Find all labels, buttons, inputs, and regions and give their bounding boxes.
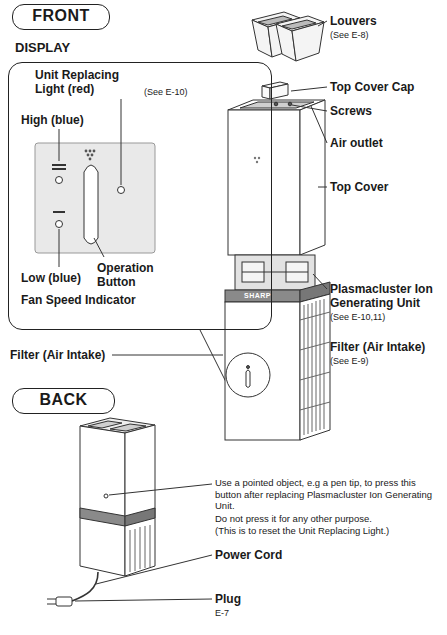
part-label: Filter (Air Intake) bbox=[330, 340, 442, 354]
high-symbol bbox=[52, 168, 66, 170]
leader-line bbox=[112, 355, 223, 356]
leader-line bbox=[311, 106, 327, 143]
node-label: BACK bbox=[39, 390, 87, 410]
base bbox=[225, 294, 330, 440]
note-text: Use a pointed object, e.g a pen tip, to … bbox=[215, 477, 441, 512]
leader-line bbox=[96, 555, 212, 584]
page-reference: (See E-9) bbox=[330, 356, 369, 367]
intake-grill bbox=[300, 299, 330, 435]
ion-icon bbox=[85, 150, 96, 161]
label-slot: Top Cover bbox=[330, 180, 388, 194]
leader-line bbox=[75, 599, 212, 601]
note-text: (This is to reset the Unit Replacing Lig… bbox=[215, 525, 441, 537]
leader-line bbox=[59, 129, 60, 161]
part-label: Screws bbox=[330, 104, 372, 118]
section-tab: BACK bbox=[12, 388, 115, 414]
part-label: Filter (Air Intake) bbox=[10, 348, 105, 362]
label-slot: (This is to reset the Unit Replacing Lig… bbox=[215, 525, 441, 537]
label-slot: Screws bbox=[330, 104, 372, 118]
label-slot: Top Cover Cap bbox=[330, 80, 414, 94]
indicator-light bbox=[56, 221, 63, 228]
leader-line bbox=[313, 274, 327, 289]
page-reference: (See E-8) bbox=[330, 30, 369, 41]
label-slot: Power Cord bbox=[215, 548, 282, 562]
display-panel: DISPLAYUnit Replacing Light (red)(See E-… bbox=[8, 62, 272, 330]
panel-heading: DISPLAY bbox=[15, 40, 70, 55]
leader-line bbox=[318, 187, 327, 188]
page-number: E-7 bbox=[215, 608, 229, 619]
label-slot: Plug bbox=[215, 592, 241, 606]
part-label: Air outlet bbox=[330, 136, 383, 150]
part-label: Operation Button bbox=[97, 261, 169, 289]
part-label: Plug bbox=[215, 592, 241, 606]
section-tab: FRONT bbox=[12, 4, 110, 30]
label-slot: (See E-8) bbox=[330, 30, 369, 41]
plug bbox=[47, 597, 72, 606]
label-slot: Plasmacluster Ion Generating Unit bbox=[330, 282, 442, 310]
label-slot: (See E-9) bbox=[330, 356, 369, 367]
label-slot: E-7 bbox=[215, 608, 229, 619]
page-reference: (See E-10,11) bbox=[330, 312, 385, 323]
back-unit bbox=[80, 418, 155, 576]
operation-button bbox=[84, 165, 98, 244]
leader-line bbox=[121, 99, 122, 185]
leader-line bbox=[59, 229, 60, 267]
page-reference: (See E-10) bbox=[144, 87, 188, 98]
part-label: Louvers bbox=[330, 14, 377, 28]
zoom-line bbox=[200, 330, 228, 386]
indicator-light bbox=[56, 177, 63, 184]
intake-grill bbox=[130, 525, 150, 572]
top-cover-cap bbox=[262, 82, 288, 99]
note-text: Do not press it for any other purpose. bbox=[215, 513, 441, 525]
leader-line bbox=[94, 238, 104, 257]
leader-line bbox=[109, 484, 212, 495]
control-panel bbox=[35, 143, 155, 253]
low-symbol bbox=[53, 211, 65, 213]
node-label: FRONT bbox=[32, 6, 90, 26]
ion-generating-unit bbox=[235, 255, 315, 290]
part-label: Top Cover bbox=[330, 180, 388, 194]
leader-line bbox=[318, 21, 327, 26]
label-slot: Filter (Air Intake) bbox=[10, 348, 105, 362]
label-slot: Use a pointed object, e.g a pen tip, to … bbox=[215, 477, 441, 512]
label-slot: Do not press it for any other purpose. bbox=[215, 513, 441, 525]
part-label: Power Cord bbox=[215, 548, 282, 562]
top-cover bbox=[228, 100, 325, 255]
leader-line bbox=[291, 87, 327, 91]
label-slot: Louvers bbox=[330, 14, 377, 28]
power-cord bbox=[72, 572, 98, 601]
part-label: High (blue) bbox=[21, 113, 84, 127]
label-slot: SHARP bbox=[244, 291, 271, 300]
part-label: Fan Speed Indicator bbox=[21, 293, 136, 307]
louver bbox=[276, 16, 324, 61]
brand-mark: SHARP bbox=[244, 291, 271, 300]
label-slot: Air outlet bbox=[330, 136, 383, 150]
leader-line bbox=[292, 105, 327, 111]
part-label: Top Cover Cap bbox=[330, 80, 414, 94]
part-label: Low (blue) bbox=[21, 271, 81, 285]
indicator-light bbox=[118, 187, 125, 194]
label-slot: Filter (Air Intake) bbox=[330, 340, 442, 354]
high-symbol bbox=[52, 164, 66, 166]
part-label: Unit Replacing Light (red) bbox=[35, 68, 145, 96]
label-slot: (See E-10,11) bbox=[330, 312, 385, 323]
part-label: Plasmacluster Ion Generating Unit bbox=[330, 282, 442, 310]
